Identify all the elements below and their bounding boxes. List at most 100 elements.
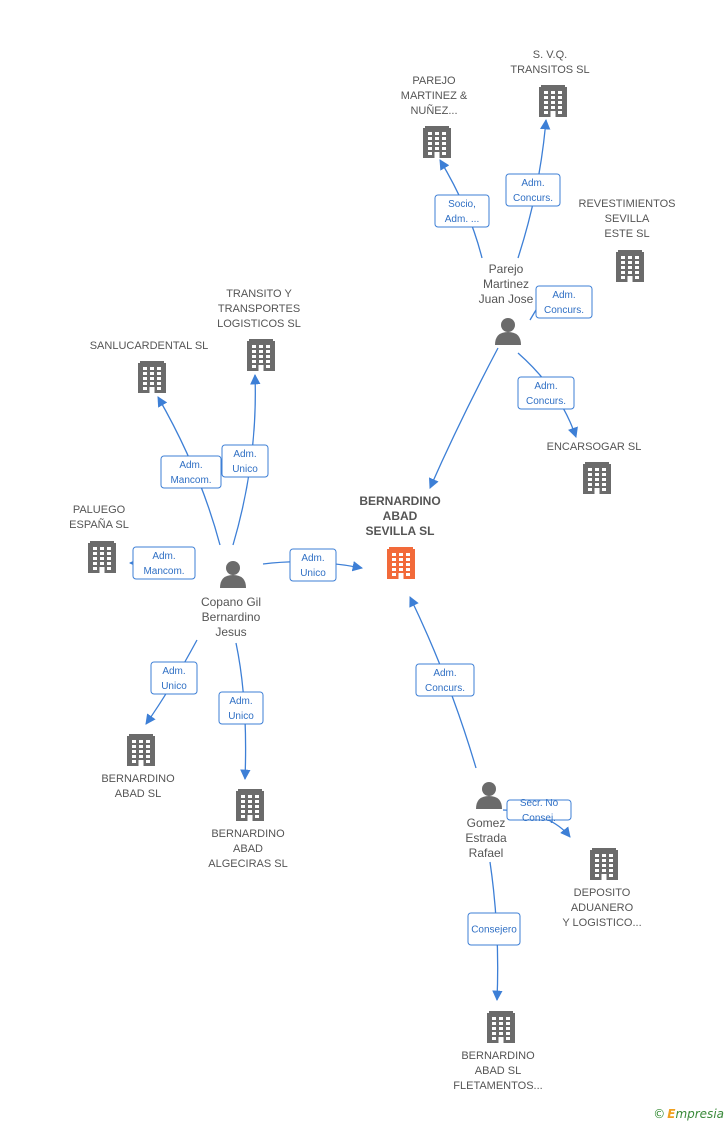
building-icon: [127, 734, 155, 766]
building-icon: [583, 462, 611, 494]
role-label: Socio, Adm. ...: [434, 194, 490, 228]
role-label-text: Socio,: [448, 199, 476, 210]
role-label-text: Mancom.: [143, 566, 184, 577]
node-label-line: Martinez: [483, 277, 529, 291]
role-label-text: Unico: [232, 464, 258, 475]
role-label: Adm. Concurs.: [517, 376, 575, 410]
node-label-line: Jesus: [215, 625, 246, 639]
role-label: Adm. Unico: [150, 661, 198, 695]
node-label-line: ENCARSOGAR SL: [547, 441, 642, 453]
building-icon: [138, 361, 166, 393]
role-label-text: Adm.: [552, 290, 575, 301]
person-icon: [476, 782, 502, 809]
role-label: Adm.Concurs.: [505, 173, 561, 207]
building-icon: [539, 85, 567, 117]
roles-layer: Adm.Mancom.Adm.UnicoAdm.Mancom.Adm.Unico…: [132, 173, 593, 946]
brand-initial: E: [667, 1107, 676, 1121]
node-label-line: ABAD SL: [115, 788, 161, 800]
node-label-line: SEVILLA SL: [366, 524, 435, 538]
role-label: Adm.Unico: [218, 691, 264, 725]
node-label-line: TRANSITOS SL: [510, 64, 589, 76]
role-label-text: Adm. ...: [445, 214, 479, 225]
node-label-line: SEVILLA: [605, 213, 650, 225]
role-label-text: Concurs.: [526, 396, 566, 407]
node-label-line: FLETAMENTOS...: [453, 1080, 542, 1092]
node-label-line: REVESTIMIENTOS: [579, 198, 676, 210]
node-label-line: MARTINEZ &: [401, 90, 468, 102]
relationship-edge: [529, 309, 537, 321]
role-label-text: Adm.: [534, 381, 557, 392]
role-label-text: Adm.: [179, 460, 202, 471]
building-icon: [387, 547, 415, 579]
role-label-text: Adm.: [233, 449, 256, 460]
node-label-line: PAREJO: [412, 75, 456, 87]
building-icon: [590, 848, 618, 880]
edges-layer: [128, 118, 578, 1002]
person-icon: [220, 561, 246, 588]
role-label: Adm. Mancom.: [160, 455, 222, 489]
node-label-line: BERNARDINO: [211, 828, 285, 840]
company-node[interactable]: PALUEGO ESPAÑA SL: [69, 504, 129, 573]
role-label-text: Mancom.: [170, 475, 211, 486]
node-label-line: Copano Gil: [201, 595, 261, 609]
node-label-line: NUÑEZ...: [410, 104, 457, 117]
role-label: Consejero: [467, 912, 521, 946]
role-label-text: Unico: [161, 681, 187, 692]
node-label-line: Juan Jose: [479, 292, 534, 306]
role-label-text: Concurs.: [544, 305, 584, 316]
company-node[interactable]: S. V.Q.TRANSITOS SL: [510, 49, 590, 117]
company-node[interactable]: BERNARDINO ABAD ALGECIRAS SL: [208, 789, 288, 870]
node-label-line: BERNARDINO: [359, 494, 440, 508]
copyright-icon: ©: [653, 1107, 666, 1121]
role-label-text: Concurs.: [513, 193, 553, 204]
node-label-line: DEPOSITO: [574, 887, 631, 899]
node-label-line: TRANSPORTES: [218, 303, 300, 315]
company-node[interactable]: SANLUCARDENTAL SL: [90, 340, 209, 393]
node-label-line: LOGISTICOS SL: [217, 318, 301, 330]
relationship-edge: [429, 347, 499, 489]
node-label-line: ABAD: [383, 509, 418, 523]
node-label-line: ESTE SL: [604, 228, 649, 240]
node-label-line: ABAD: [233, 843, 263, 855]
role-label-text: Adm.: [229, 696, 252, 707]
role-label-text: Consejero: [471, 925, 517, 936]
company-node[interactable]: BERNARDINO ABAD SL: [101, 734, 175, 800]
person-icon: [495, 318, 521, 345]
role-label: Adm.Mancom.: [132, 546, 196, 580]
role-label-text: Adm.: [162, 666, 185, 677]
node-label-line: BERNARDINO: [101, 773, 175, 785]
company-node[interactable]: REVESTIMIENTOS SEVILLA ESTE SL: [579, 198, 676, 282]
role-label-text: Adm.: [301, 553, 324, 564]
role-label: Adm. Unico: [289, 548, 337, 582]
building-icon: [88, 541, 116, 573]
role-label-text: Unico: [300, 568, 326, 579]
role-label-text: Adm.: [433, 668, 456, 679]
role-label-text: Secr. No: [520, 798, 559, 809]
company-node[interactable]: ENCARSOGAR SL: [547, 441, 642, 494]
node-label-line: Parejo: [489, 262, 524, 276]
company-node[interactable]: PAREJO MARTINEZ & NUÑEZ...: [401, 75, 468, 158]
building-icon: [423, 126, 451, 158]
role-label-text: Concurs.: [425, 683, 465, 694]
node-label-line: Rafael: [469, 846, 504, 860]
node-label-line: SANLUCARDENTAL SL: [90, 340, 209, 352]
watermark: ©Empresia: [653, 1107, 724, 1121]
brand-name: mpresia: [675, 1107, 724, 1121]
node-label-line: PALUEGO: [73, 504, 126, 516]
building-icon: [236, 789, 264, 821]
building-icon: [487, 1011, 515, 1043]
role-label: Adm. Concurs.: [415, 663, 475, 697]
node-label-line: Y LOGISTICO...: [562, 917, 641, 929]
node-label-line: ESPAÑA SL: [69, 518, 129, 531]
node-label-line: ALGECIRAS SL: [208, 858, 287, 870]
building-icon: [247, 339, 275, 371]
